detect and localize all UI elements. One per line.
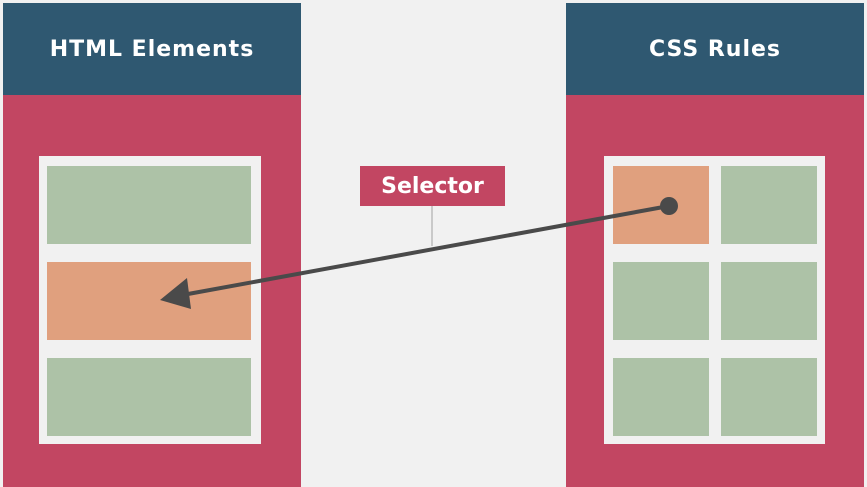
css-rule-block	[721, 166, 817, 244]
css-rules-panel: CSS Rules	[566, 3, 864, 487]
arrow-head-icon	[160, 278, 191, 309]
arrow-line	[186, 204, 671, 296]
css-rule-block	[613, 262, 709, 340]
css-rule-block	[613, 358, 709, 436]
css-rules-card	[604, 156, 825, 444]
selector-label-stem	[431, 206, 433, 246]
arrow-origin-dot	[660, 197, 678, 215]
css-rules-title: CSS Rules	[566, 3, 864, 95]
html-elements-title: HTML Elements	[3, 3, 301, 95]
css-rule-block	[721, 262, 817, 340]
css-rule-block	[721, 358, 817, 436]
html-element-block-selected	[47, 262, 251, 340]
html-elements-card	[39, 156, 261, 444]
html-element-block	[47, 358, 251, 436]
html-elements-panel: HTML Elements	[3, 3, 301, 487]
selector-label: Selector	[360, 166, 505, 206]
html-element-block	[47, 166, 251, 244]
